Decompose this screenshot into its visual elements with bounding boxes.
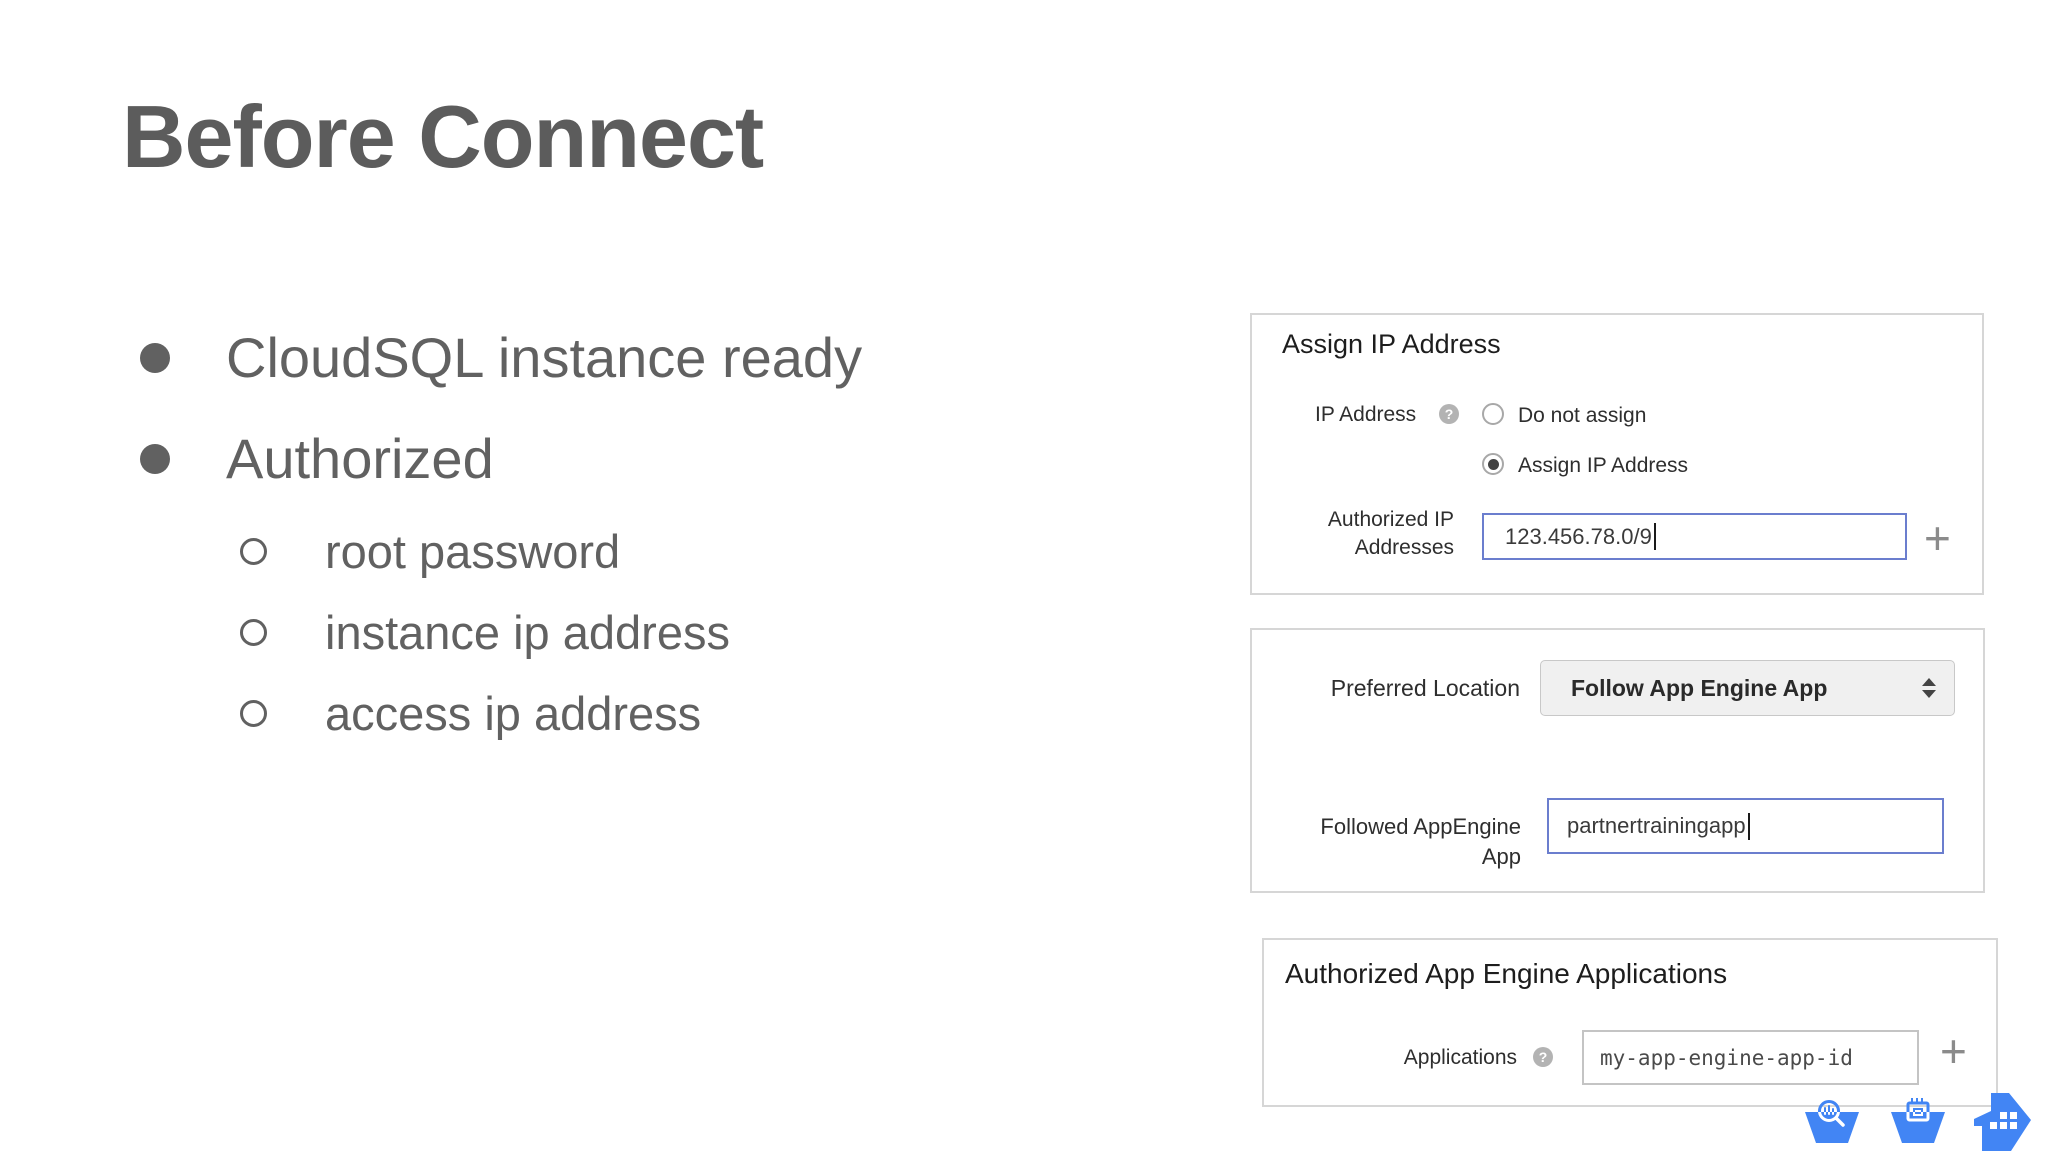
add-application-button[interactable]: +: [1940, 1025, 1967, 1077]
list-item: access ip address: [240, 686, 701, 741]
ip-address-label: IP Address: [1315, 403, 1417, 426]
applications-input[interactable]: my-app-engine-app-id: [1582, 1030, 1919, 1085]
bullet-text: instance ip address: [325, 606, 730, 659]
text-cursor: [1653, 523, 1656, 550]
do-not-assign-label: Do not assign: [1518, 404, 1647, 427]
hollow-bullet-icon: [240, 700, 267, 727]
help-icon[interactable]: ?: [1439, 404, 1459, 424]
up-arrow-icon: [1922, 678, 1936, 686]
compute-engine-icon: [1891, 1098, 1945, 1143]
bullet-text: root password: [325, 525, 621, 578]
radio-assign-ip-address[interactable]: [1482, 453, 1504, 475]
input-value: partnertrainingapp: [1567, 813, 1746, 838]
list-item: root password: [240, 524, 620, 579]
filled-bullet-icon: [140, 342, 170, 373]
input-value: my-app-engine-app-id: [1600, 1045, 1853, 1070]
followed-appengine-app-input[interactable]: partnertrainingapp: [1547, 798, 1944, 854]
help-icon[interactable]: ?: [1533, 1047, 1553, 1067]
filled-bullet-icon: [140, 443, 170, 474]
authorized-ip-input[interactable]: 123.456.78.0/9: [1482, 513, 1907, 560]
radio-do-not-assign[interactable]: [1482, 403, 1504, 425]
authorized-app-engine-applications-panel: Authorized App Engine Applications Appli…: [1262, 938, 1998, 1107]
panel-title: Assign IP Address: [1282, 329, 1501, 359]
bigquery-icon: [1805, 1100, 1859, 1143]
page-title: Before Connect: [122, 87, 764, 186]
list-item: CloudSQL instance ready: [140, 325, 862, 390]
followed-appengine-app-label: Followed AppEngine App: [1320, 814, 1521, 869]
assign-ip-address-label: Assign IP Address: [1518, 454, 1689, 477]
authorized-ip-addresses-label: Authorized IP Addresses: [1327, 508, 1454, 559]
preferred-location-select[interactable]: Follow App Engine App: [1540, 660, 1955, 716]
add-ip-button[interactable]: +: [1924, 512, 1951, 564]
selected-option: Follow App Engine App: [1571, 674, 1828, 701]
assign-ip-address-panel: Assign IP Address IP Address ? Do not as…: [1250, 313, 1984, 595]
bullet-text: CloudSQL instance ready: [226, 326, 863, 389]
bullet-text: Authorized: [226, 427, 494, 490]
google-cloud-platform-icon: [1974, 1093, 2031, 1151]
input-value: 123.456.78.0/9: [1505, 523, 1652, 549]
preferred-location-label: Preferred Location: [1330, 675, 1520, 701]
list-item: Authorized: [140, 426, 494, 491]
preferred-location-panel: Preferred Location Follow App Engine App…: [1250, 628, 1985, 893]
bullet-text: access ip address: [325, 687, 702, 740]
panel-title: Authorized App Engine Applications: [1285, 958, 1728, 989]
radio-dot: [1487, 458, 1499, 470]
text-cursor: [1747, 812, 1750, 840]
hollow-bullet-icon: [240, 619, 267, 646]
applications-label: Applications: [1403, 1046, 1517, 1069]
dropdown-stepper-icon: [1922, 677, 1936, 699]
list-item: instance ip address: [240, 605, 730, 660]
down-arrow-icon: [1922, 690, 1936, 698]
hollow-bullet-icon: [240, 538, 267, 565]
